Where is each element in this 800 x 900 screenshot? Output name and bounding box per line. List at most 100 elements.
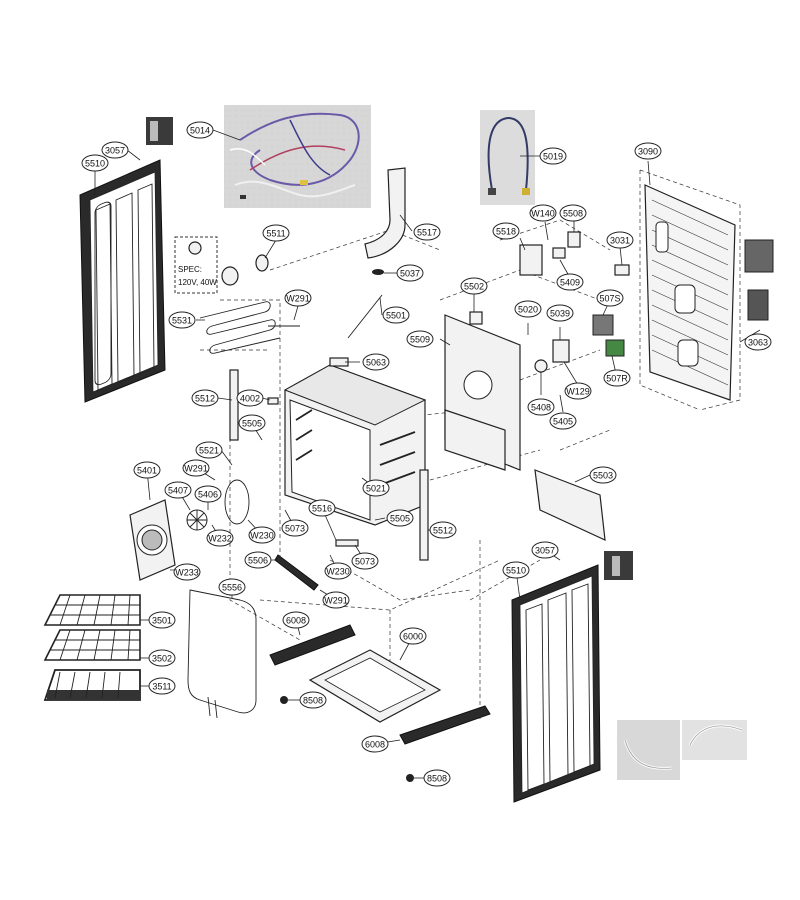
part-5512-left — [229, 369, 239, 441]
callout-5531: 5531 — [168, 311, 196, 329]
svg-text:6008: 6008 — [286, 616, 306, 626]
callout-5505: 5505 — [386, 509, 414, 527]
callout-w230: W230 — [324, 562, 352, 580]
bottom-trim — [534, 469, 606, 541]
callout-3057: 3057 — [101, 141, 129, 159]
gasket-photos — [617, 720, 747, 780]
clip-5037 — [372, 269, 384, 275]
svg-text:W140: W140 — [531, 209, 555, 219]
rail-top — [269, 624, 356, 666]
callout-3090: 3090 — [634, 142, 662, 160]
callout-4002: 4002 — [236, 389, 264, 407]
callout-5073: 5073 — [281, 519, 309, 537]
svg-text:507R: 507R — [606, 374, 628, 384]
svg-text:W230: W230 — [250, 531, 274, 541]
callout-5503: 5503 — [589, 466, 617, 484]
svg-text:5501: 5501 — [386, 311, 406, 321]
part-3031 — [614, 264, 630, 276]
callout-5401: 5401 — [133, 461, 161, 479]
svg-text:5521: 5521 — [199, 446, 219, 456]
svg-text:5073: 5073 — [355, 557, 375, 567]
oven-rack-2 — [43, 629, 141, 661]
callout-5509: 5509 — [406, 330, 434, 348]
callout-5510: 5510 — [502, 561, 530, 579]
bulb — [188, 241, 202, 255]
callout-6008: 6008 — [361, 735, 389, 753]
callout-5405: 5405 — [549, 412, 577, 430]
svg-text:3057: 3057 — [535, 546, 555, 556]
svg-text:5409: 5409 — [560, 278, 580, 288]
wire-harness-photo — [224, 105, 371, 208]
svg-text:5502: 5502 — [464, 282, 484, 292]
svg-text:5405: 5405 — [553, 417, 573, 427]
part-5408 — [534, 359, 548, 373]
part-507R — [605, 339, 625, 357]
svg-text:5508: 5508 — [563, 209, 583, 219]
bottom-panel — [308, 649, 442, 723]
callout-5039: 5039 — [546, 304, 574, 322]
callout-5021: 5021 — [362, 479, 390, 497]
callout-w291: W291 — [322, 591, 350, 609]
svg-text:3502: 3502 — [152, 654, 172, 664]
callout-5019: 5019 — [539, 147, 567, 165]
callout-5020: 5020 — [514, 300, 542, 318]
svg-text:5512: 5512 — [195, 394, 215, 404]
callout-5505: 5505 — [238, 414, 266, 432]
callout-5517: 5517 — [413, 223, 441, 241]
callout-w140: W140 — [529, 204, 557, 222]
svg-text:4002: 4002 — [240, 394, 260, 404]
callout-w232: W232 — [206, 529, 234, 547]
filter-pad — [744, 239, 774, 273]
callout-5556: 5556 — [218, 578, 246, 596]
callout-3057: 3057 — [531, 541, 559, 559]
callout-5516: 5516 — [308, 499, 336, 517]
svg-text:5020: 5020 — [518, 305, 538, 315]
callout-5506: 5506 — [244, 551, 272, 569]
callout-5502: 5502 — [460, 277, 488, 295]
broil-element — [199, 301, 281, 354]
side-rail — [274, 554, 319, 591]
svg-text:W230: W230 — [326, 567, 350, 577]
screw-8508-top — [280, 696, 288, 704]
svg-text:6008: 6008 — [365, 740, 385, 750]
callout-w129: W129 — [564, 382, 592, 400]
back-panel — [644, 184, 736, 401]
svg-text:5510: 5510 — [506, 566, 526, 576]
svg-text:5073: 5073 — [285, 524, 305, 534]
callout-3511: 3511 — [148, 677, 176, 695]
svg-text:5556: 5556 — [222, 583, 242, 593]
svg-text:SPEC:: SPEC: — [178, 265, 202, 274]
part-5508 — [567, 231, 581, 248]
oven-rack-3 — [43, 669, 141, 701]
callout-8508: 8508 — [423, 769, 451, 787]
door-gasket — [187, 589, 257, 714]
svg-text:3063: 3063 — [748, 338, 768, 348]
callout-6008: 6008 — [282, 611, 310, 629]
callout-5512: 5512 — [191, 389, 219, 407]
part-5502 — [469, 311, 483, 325]
door-panel-right — [511, 564, 601, 803]
svg-text:3090: 3090 — [638, 147, 658, 157]
rear-panel — [444, 314, 521, 471]
oven-cavity — [283, 364, 427, 526]
svg-text:5510: 5510 — [85, 159, 105, 169]
callout-5408: 5408 — [527, 398, 555, 416]
part-5516 — [335, 539, 359, 547]
callout-5510: 5510 — [81, 154, 109, 172]
svg-text:5407: 5407 — [168, 486, 188, 496]
callout-w230: W230 — [248, 526, 276, 544]
callout-5063: 5063 — [362, 353, 390, 371]
svg-text:3501: 3501 — [152, 616, 172, 626]
svg-text:3031: 3031 — [610, 236, 630, 246]
svg-text:W233: W233 — [175, 568, 199, 578]
callout-3031: 3031 — [606, 231, 634, 249]
spec-box — [174, 236, 218, 294]
svg-text:5505: 5505 — [242, 419, 262, 429]
svg-text:3057: 3057 — [105, 146, 125, 156]
svg-text:5039: 5039 — [550, 309, 570, 319]
svg-text:5518: 5518 — [496, 227, 516, 237]
svg-text:5509: 5509 — [410, 335, 430, 345]
callout-w233: W233 — [173, 563, 201, 581]
